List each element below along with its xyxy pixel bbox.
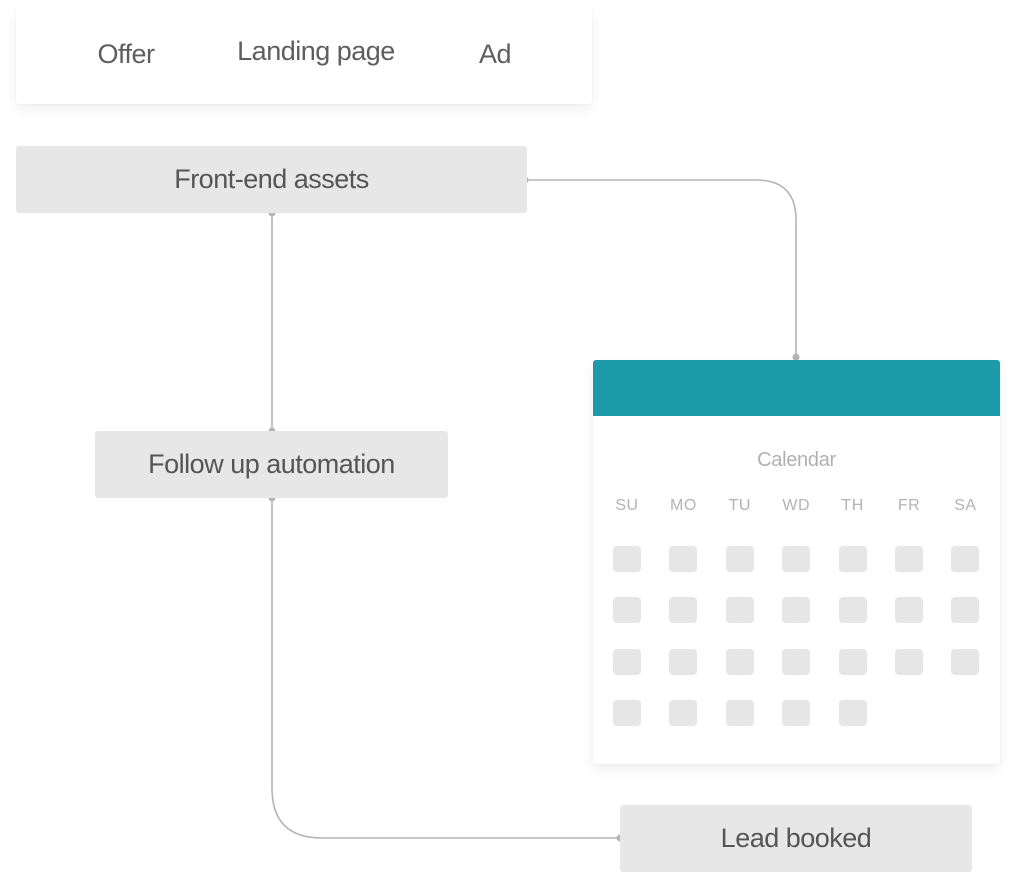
calendar-day-cell[interactable] bbox=[613, 648, 641, 675]
weekday-label: SU bbox=[615, 497, 639, 514]
calendar-day-cell[interactable] bbox=[782, 699, 811, 726]
connector-followup-to-lead bbox=[271, 498, 620, 839]
calendar-day-cell[interactable] bbox=[895, 597, 923, 624]
calendar-day-cell[interactable] bbox=[782, 546, 811, 572]
calendar-day-cell[interactable] bbox=[669, 597, 698, 624]
front-end-assets-label: Front-end assets bbox=[174, 164, 369, 194]
calendar-day-cell[interactable] bbox=[669, 648, 698, 675]
tab-offer[interactable]: Offer bbox=[97, 39, 155, 69]
calendar-day-cell[interactable] bbox=[951, 546, 980, 572]
tab-ad[interactable]: Ad bbox=[478, 39, 512, 69]
front-end-assets-node[interactable]: Front-end assets bbox=[16, 146, 527, 213]
connector-frontend-to-calendar bbox=[525, 179, 797, 357]
calendar-day-cell[interactable] bbox=[782, 648, 811, 675]
tab-landing-page[interactable]: Landing page bbox=[237, 36, 395, 66]
follow-up-automation-label: Follow up automation bbox=[148, 449, 395, 479]
weekday-label: MO bbox=[670, 497, 697, 514]
calendar-day-cell[interactable] bbox=[951, 597, 980, 624]
calendar-day-cell[interactable] bbox=[725, 597, 754, 624]
weekday-label: FR bbox=[897, 497, 921, 514]
calendar-day-cell[interactable] bbox=[895, 648, 923, 675]
asset-tabs-card: Offer Landing page Ad bbox=[16, 6, 592, 104]
calendar-day-cell[interactable] bbox=[838, 648, 867, 675]
calendar-day-cell[interactable] bbox=[895, 546, 923, 572]
calendar-day-cell[interactable] bbox=[669, 546, 698, 572]
calendar-day-cell[interactable] bbox=[669, 699, 698, 726]
calendar-day-cell[interactable] bbox=[838, 546, 867, 572]
calendar-day-cell[interactable] bbox=[838, 699, 867, 726]
calendar-day-cell[interactable] bbox=[725, 648, 754, 675]
calendar-day-cell[interactable] bbox=[725, 546, 754, 572]
calendar-title: Calendar bbox=[757, 449, 836, 471]
calendar-day-cell[interactable] bbox=[838, 597, 867, 624]
calendar-widget: Calendar SU MO TU WD TH FR SA bbox=[593, 360, 1000, 764]
lead-booked-label: Lead booked bbox=[720, 823, 872, 853]
calendar-day-cell[interactable] bbox=[782, 597, 811, 624]
calendar-day-cell[interactable] bbox=[725, 699, 754, 726]
weekday-label: WD bbox=[782, 497, 811, 514]
weekday-label: TH bbox=[841, 497, 864, 514]
calendar-day-cell[interactable] bbox=[613, 699, 641, 726]
calendar-day-cell[interactable] bbox=[613, 597, 641, 624]
follow-up-automation-node[interactable]: Follow up automation bbox=[95, 431, 448, 498]
calendar-day-cell[interactable] bbox=[951, 648, 980, 675]
calendar-day-cell[interactable] bbox=[613, 546, 641, 572]
calendar-header bbox=[593, 360, 1000, 416]
weekday-label: TU bbox=[728, 497, 751, 514]
weekday-label: SA bbox=[954, 497, 977, 514]
lead-booked-node[interactable]: Lead booked bbox=[620, 805, 972, 872]
